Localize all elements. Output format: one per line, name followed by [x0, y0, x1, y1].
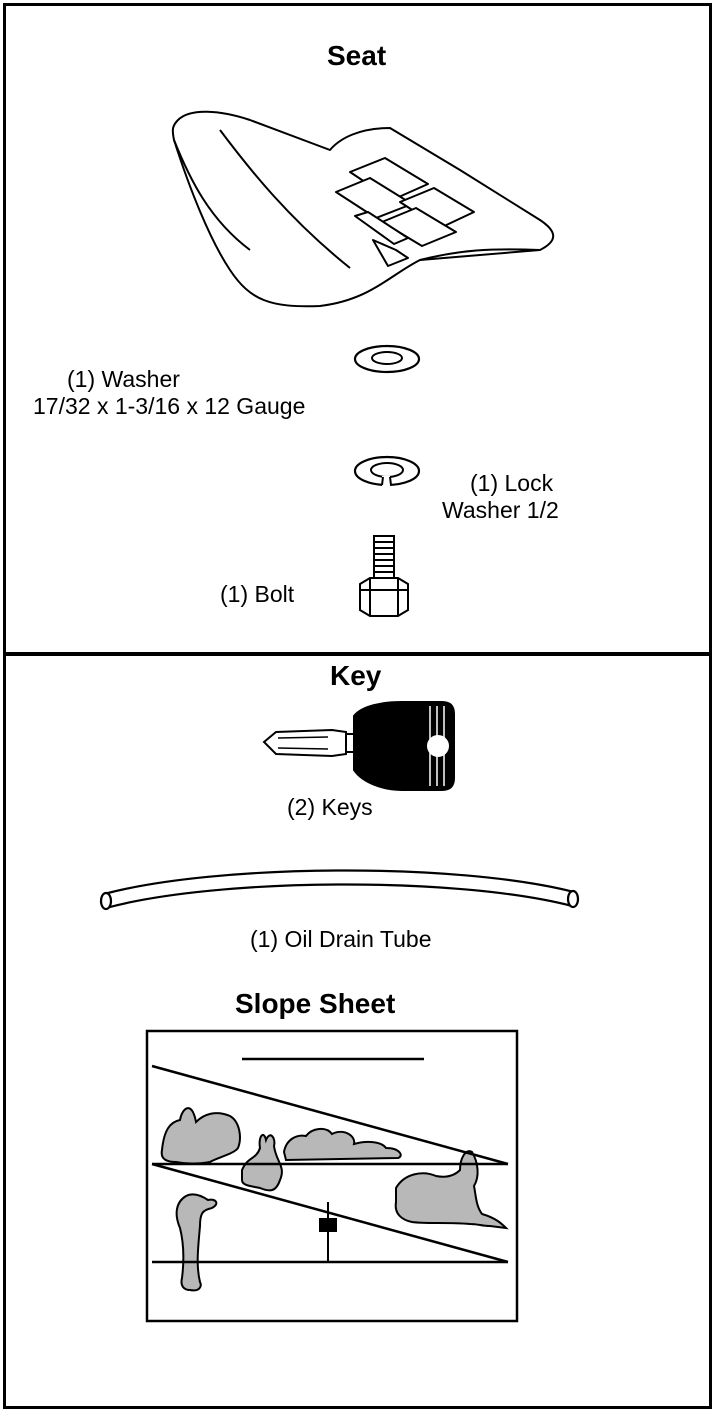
washer-label-line1: (1) Washer [67, 366, 180, 392]
slope-sheet-icon [145, 1029, 519, 1323]
page-border [3, 3, 712, 1409]
slope-sheet-title: Slope Sheet [235, 988, 396, 1019]
section-divider [3, 652, 712, 656]
bolt-icon [359, 535, 409, 617]
key-icon [262, 701, 455, 791]
key-title: Key [330, 660, 382, 691]
bolt-label: (1) Bolt [220, 581, 295, 607]
lock-washer-label-line2: Washer 1/2 [442, 497, 559, 523]
seat-title: Seat [327, 40, 387, 71]
lock-washer-icon [353, 455, 421, 488]
oil-drain-tube-icon [99, 869, 580, 911]
lock-washer-label-line1: (1) Lock [470, 470, 554, 496]
washer-icon [353, 344, 421, 374]
oil-drain-tube-label: (1) Oil Drain Tube [250, 926, 432, 952]
keys-label: (2) Keys [287, 794, 373, 820]
washer-label-line2: 17/32 x 1-3/16 x 12 Gauge [33, 393, 306, 419]
seat-icon [171, 110, 555, 308]
